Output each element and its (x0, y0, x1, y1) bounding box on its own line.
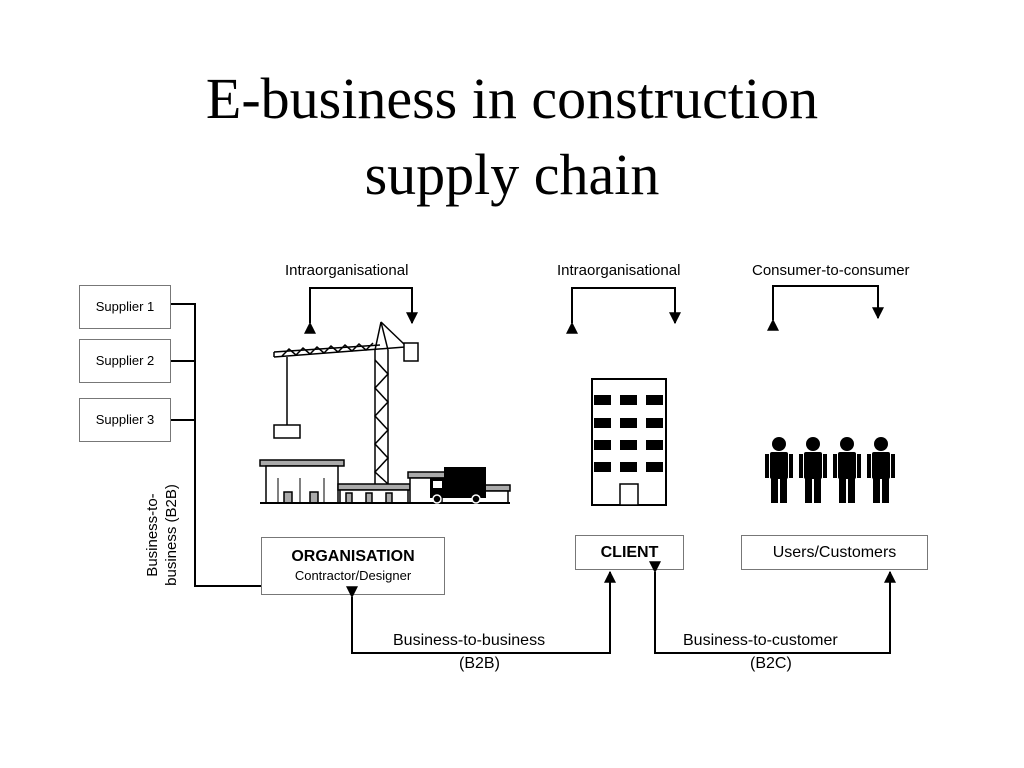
people-group-icon (765, 437, 895, 503)
person-icon (799, 437, 827, 503)
supplier-bracket-connector (171, 303, 261, 587)
consumer-to-consumer-bracket (767, 285, 884, 331)
b2b-bottom-arrow (346, 570, 616, 654)
truck-icon (430, 467, 486, 504)
b2c-bottom-label-line-1: Business-to-customer (683, 632, 838, 649)
supplier-2-box: Supplier 2 (79, 339, 171, 383)
b2c-bottom-arrow (649, 561, 896, 654)
consumer-to-consumer-label: Consumer-to-consumer (752, 262, 910, 279)
person-icon (867, 437, 895, 503)
warehouse-building-icon (259, 459, 345, 504)
supplier-1-box: Supplier 1 (79, 285, 171, 329)
intraorganisational-label-org: Intraorganisational (285, 262, 409, 279)
b2b-bottom-label-line-2: (B2B) (459, 655, 500, 672)
b2c-bottom-label-line-2: (B2C) (750, 655, 792, 672)
intraorganisational-bracket-org (304, 287, 418, 334)
person-icon (833, 437, 861, 503)
office-building-icon (591, 378, 667, 506)
page-title-line-2: supply chain (364, 142, 660, 207)
construction-site-illustration (259, 321, 511, 504)
b2b-bottom-label-line-1: Business-to-business (393, 632, 546, 649)
intraorganisational-label-client: Intraorganisational (557, 262, 681, 279)
page-title-line-1: E-business in construction (205, 66, 819, 131)
intraorganisational-bracket-client (566, 287, 681, 334)
person-icon (765, 437, 793, 503)
crane-icon (273, 321, 419, 485)
organisation-name: ORGANISATION (291, 548, 415, 565)
supplier-3-box: Supplier 3 (79, 398, 171, 442)
